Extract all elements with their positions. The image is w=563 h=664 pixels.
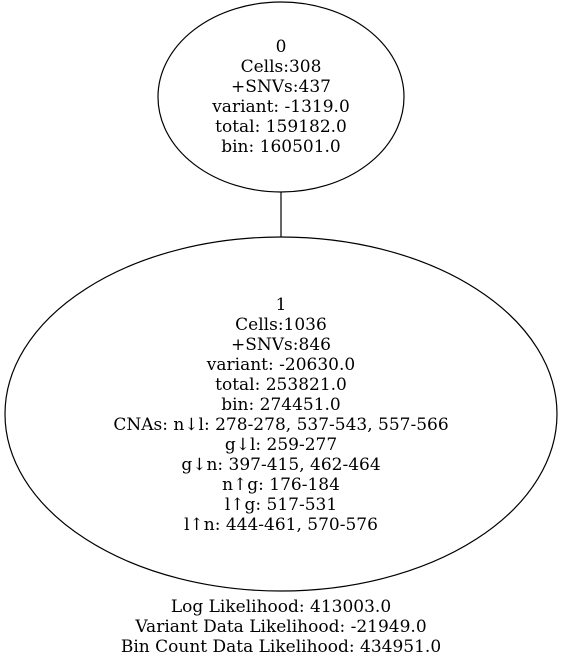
node-1-cna-l-up-n: l↑n: 444-461, 570-576 xyxy=(184,515,378,535)
node-1-id: 1 xyxy=(276,295,287,315)
node-0-cells: Cells:308 xyxy=(241,57,322,77)
node-1-cna-g-down-l: g↓l: 259-277 xyxy=(225,435,337,455)
node-0-bin: bin: 160501.0 xyxy=(221,137,341,157)
node-0-snvs: +SNVs:437 xyxy=(231,77,331,97)
node-1-bin: bin: 274451.0 xyxy=(221,395,341,415)
node-1-cnas: CNAs: n↓l: 278-278, 537-543, 557-566 xyxy=(113,415,448,435)
node-1-cna-n-up-g: n↑g: 176-184 xyxy=(222,475,340,495)
node-0-id: 0 xyxy=(276,37,287,57)
node-1-cells: Cells:1036 xyxy=(235,315,327,335)
likelihood-summary: Log Likelihood: 413003.0 Variant Data Li… xyxy=(121,597,441,657)
node-0-total: total: 159182.0 xyxy=(215,117,347,137)
node-0[interactable]: 0 Cells:308 +SNVs:437 variant: -1319.0 t… xyxy=(157,1,405,193)
node-1-variant: variant: -20630.0 xyxy=(206,355,355,375)
node-0-ellipse xyxy=(157,1,405,193)
variant-data-likelihood: Variant Data Likelihood: -21949.0 xyxy=(134,617,426,637)
node-1[interactable]: 1 Cells:1036 +SNVs:846 variant: -20630.0… xyxy=(4,236,558,592)
node-1-total: total: 253821.0 xyxy=(215,375,347,395)
node-0-variant: variant: -1319.0 xyxy=(211,97,350,117)
bin-count-data-likelihood: Bin Count Data Likelihood: 434951.0 xyxy=(121,637,441,657)
node-1-cna-l-up-g: l↑g: 517-531 xyxy=(225,495,337,515)
node-1-cna-g-down-n: g↓n: 397-415, 462-464 xyxy=(181,455,380,475)
node-1-ellipse xyxy=(4,236,558,592)
node-1-snvs: +SNVs:846 xyxy=(231,335,331,355)
log-likelihood: Log Likelihood: 413003.0 xyxy=(171,597,391,617)
